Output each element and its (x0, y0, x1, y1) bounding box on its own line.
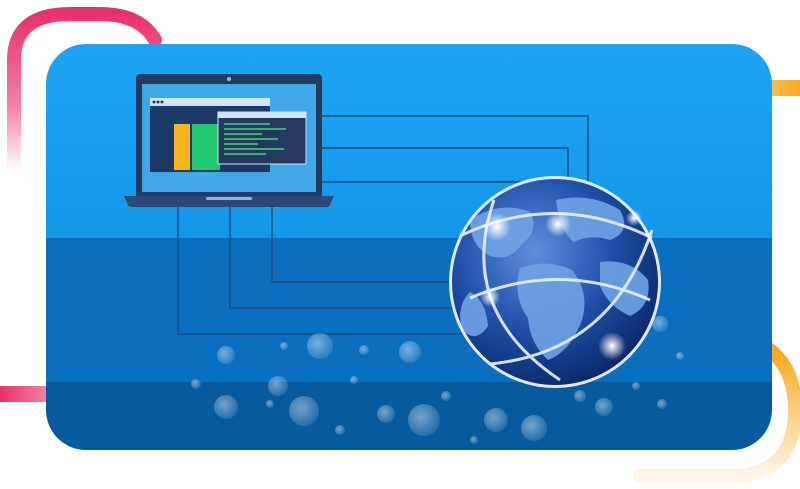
yellow-bar (174, 124, 190, 170)
node-glow (626, 210, 642, 226)
node-glow (480, 287, 500, 307)
globe-icon (449, 176, 661, 388)
bubbles (191, 316, 684, 444)
code-window (217, 111, 307, 165)
node-glow (598, 332, 626, 360)
orange-arc (633, 343, 800, 483)
node-glow (545, 211, 571, 237)
laptop-base (124, 196, 334, 207)
laptop-icon (124, 74, 334, 207)
node-glow (483, 213, 511, 241)
pink-arc (7, 6, 162, 177)
green-bar (192, 124, 220, 170)
